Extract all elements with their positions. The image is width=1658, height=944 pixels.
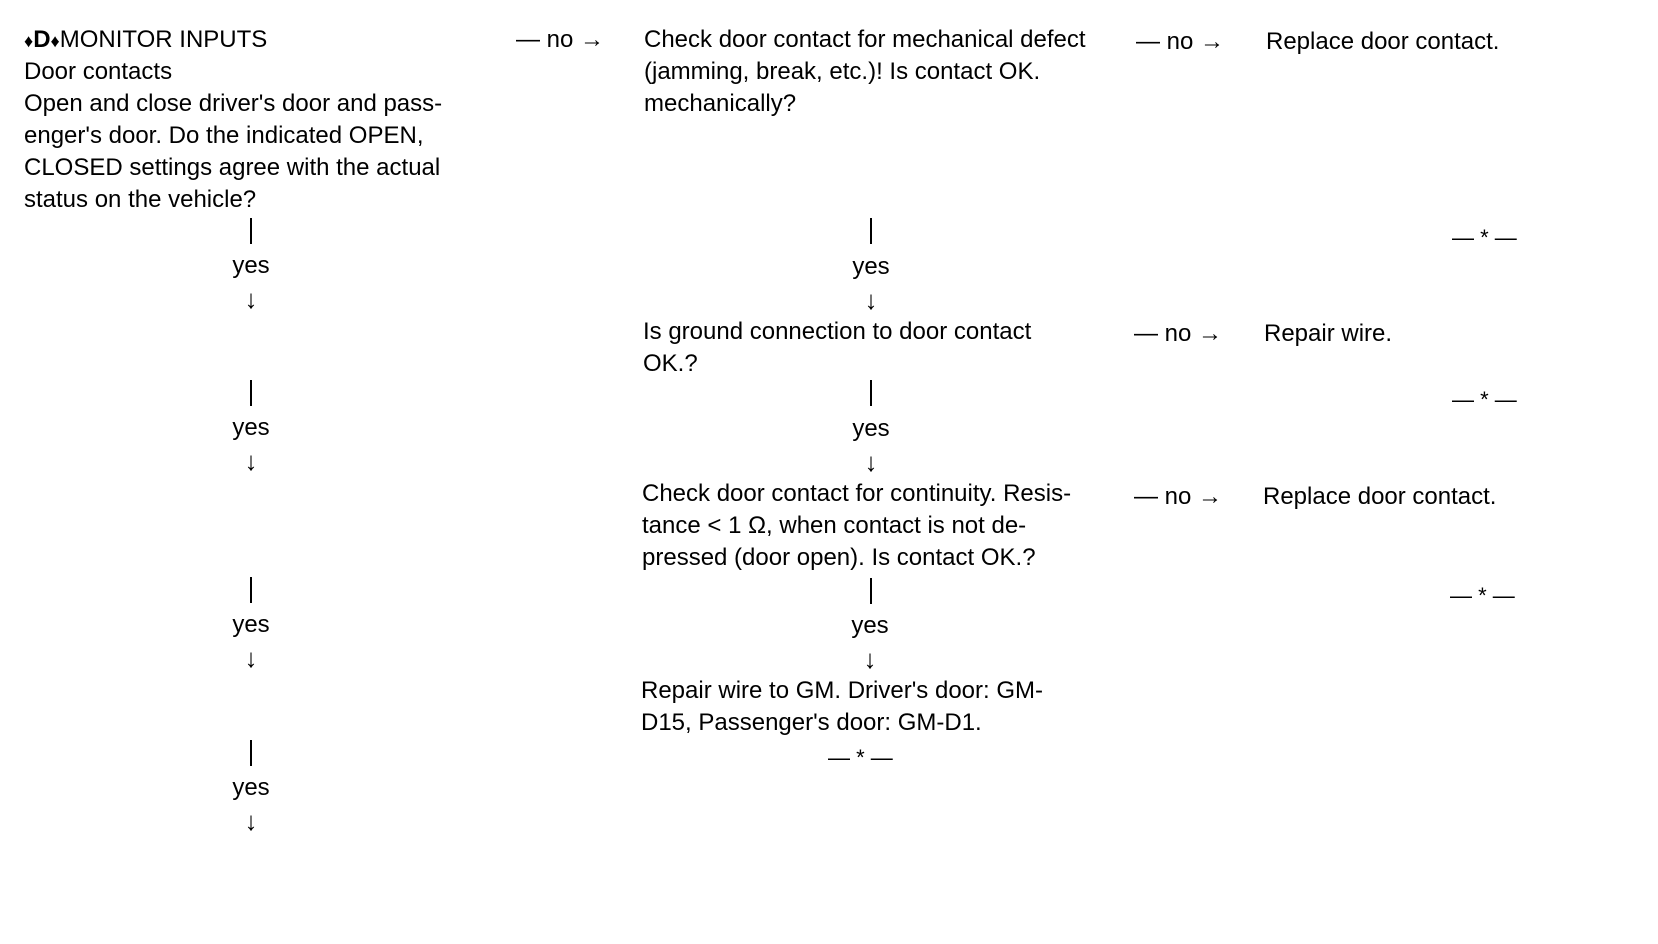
- end-mark: — * —: [1452, 225, 1517, 250]
- section-header: ♦D♦MONITOR INPUTS: [24, 24, 267, 57]
- yes-label: yes: [852, 253, 890, 280]
- subtitle: Door contacts: [24, 58, 173, 85]
- no-arrow: — no →: [516, 26, 605, 53]
- no-arrow: — no →: [1134, 483, 1223, 510]
- down-arrow-icon: ↓: [864, 285, 878, 315]
- connector-line: [250, 218, 252, 244]
- down-arrow-icon: ↓: [864, 447, 878, 477]
- step-question-3: Check door contact for continuity. Resis…: [642, 480, 1072, 571]
- connector-line: [250, 577, 252, 603]
- end-mark: — * —: [1450, 583, 1515, 608]
- down-arrow-icon: ↓: [244, 446, 258, 476]
- action-3: Replace door contact.: [1263, 483, 1497, 510]
- yes-label: yes: [852, 415, 890, 442]
- step-question-1: Check door contact for mechanical defect…: [644, 26, 1086, 117]
- down-arrow-icon: ↓: [244, 284, 258, 314]
- yes-label: yes: [232, 414, 270, 441]
- step-question-2: Is ground connection to door contact OK.…: [643, 318, 1032, 377]
- down-arrow-icon: ↓: [244, 806, 258, 836]
- connector-line: [870, 578, 872, 604]
- final-action: Repair wire to GM. Driver's door: GM- D1…: [641, 677, 1043, 736]
- connector-line: [250, 380, 252, 406]
- diamond-icon: ♦: [24, 31, 34, 51]
- yes-label: yes: [851, 612, 889, 639]
- section-letter: D: [33, 26, 51, 53]
- diamond-icon: ♦: [50, 31, 60, 51]
- down-arrow-icon: ↓: [244, 643, 258, 673]
- yes-label: yes: [232, 774, 270, 801]
- connector-line: [870, 380, 872, 406]
- connector-line: [870, 218, 872, 244]
- end-mark: — * —: [1452, 387, 1517, 412]
- yes-label: yes: [232, 611, 270, 638]
- section-title: MONITOR INPUTS: [59, 26, 268, 53]
- no-arrow: — no →: [1134, 320, 1223, 347]
- yes-label: yes: [232, 252, 270, 279]
- end-mark: — * —: [828, 745, 893, 770]
- down-arrow-icon: ↓: [863, 644, 877, 674]
- no-arrow: — no →: [1136, 28, 1225, 55]
- main-question: Open and close driver's door and pass- e…: [24, 90, 443, 213]
- action-1: Replace door contact.: [1266, 28, 1500, 55]
- connector-line: [250, 740, 252, 766]
- action-2: Repair wire.: [1264, 320, 1393, 347]
